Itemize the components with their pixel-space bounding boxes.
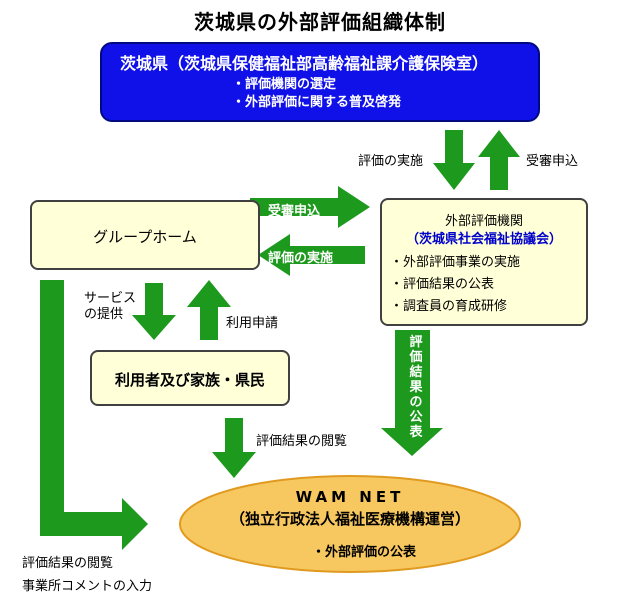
users-label: 利用者及び家族・県民 <box>114 371 265 389</box>
arrow-agency-to-pref <box>478 130 520 190</box>
label-service-line: の提供 <box>84 307 124 322</box>
arrow-publish-down <box>381 330 443 456</box>
external-agency-item: ・調査員の育成研修 <box>390 299 508 314</box>
group-home-box: グループホーム <box>30 200 260 270</box>
label-publish-results: 評価結果の公表 <box>409 335 423 440</box>
external-agency-subtitle: （茨城県社会福祉協議会） <box>405 232 562 247</box>
arrow-gh-to-agency <box>250 186 370 228</box>
diagram-title: 茨城県の外部評価組織体制 <box>194 10 446 34</box>
bottom-left-note: 事業所コメントの入力 <box>22 579 153 594</box>
arrow-usage-up <box>187 280 231 340</box>
arrow-pref-to-agency <box>433 130 475 190</box>
prefecture-box: 茨城県（茨城県保健福祉部高齢福祉課介護保険室） ・評価機関の選定 ・外部評価に関… <box>100 42 540 122</box>
label-service-provision: サービス の提供 <box>84 291 136 323</box>
prefecture-item: ・外部評価に関する普及啓発 <box>232 95 402 110</box>
label-apply-right: 受審申込 <box>268 204 321 219</box>
external-agency-item: ・評価結果の公表 <box>390 277 495 292</box>
label-service-line: サービス <box>84 291 137 306</box>
external-agency-title: 外部評価機関 <box>444 214 523 229</box>
label-view-results: 評価結果の閲覧 <box>256 434 348 449</box>
label-conduct-evaluation-left: 評価の実施 <box>268 251 334 266</box>
label-usage-application: 利用申請 <box>226 316 279 331</box>
arrow-agency-to-gh <box>258 234 365 276</box>
arrow-service-down <box>132 283 176 340</box>
external-agency-item: ・外部評価事業の実施 <box>390 255 521 270</box>
wam-net-item: ・外部評価の公表 <box>312 545 417 560</box>
bottom-left-notes: 評価結果の閲覧 事業所コメントの入力 <box>22 552 152 598</box>
arrow-gh-to-wam <box>40 280 148 550</box>
label-apply-up: 受審申込 <box>526 154 579 169</box>
wam-net-subtitle: （独立行政法人福祉医療機構運営） <box>229 510 470 528</box>
users-box: 利用者及び家族・県民 <box>90 350 290 406</box>
prefecture-title: 茨城県（茨城県保健福祉部高齢福祉課介護保険室） <box>120 54 489 73</box>
bottom-left-note: 評価結果の閲覧 <box>22 556 114 571</box>
prefecture-items: ・評価機関の選定 ・外部評価に関する普及啓発 <box>232 76 401 112</box>
external-agency-box: 外部評価機関 （茨城県社会福祉協議会） ・外部評価事業の実施 ・評価結果の公表 … <box>380 198 588 326</box>
wam-net-title: WAM NET <box>295 488 405 506</box>
arrow-view-down <box>212 418 256 478</box>
external-agency-items: ・外部評価事業の実施 ・評価結果の公表 ・調査員の育成研修 <box>390 252 520 318</box>
wam-net-ellipse <box>179 475 521 573</box>
prefecture-item: ・評価機関の選定 <box>232 77 337 92</box>
label-conduct-evaluation-down: 評価の実施 <box>358 154 424 169</box>
group-home-label: グループホーム <box>93 228 197 246</box>
